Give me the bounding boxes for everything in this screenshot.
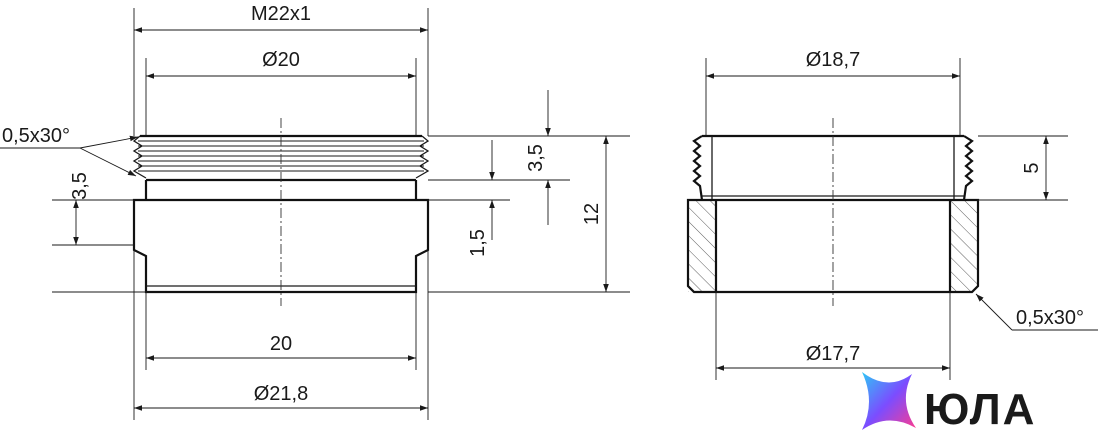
right-chamfer-label: 0,5x30° bbox=[1016, 307, 1084, 329]
thread-label: M22x1 bbox=[251, 3, 311, 25]
right-wall-hatch bbox=[950, 200, 978, 292]
chamfer-label: 0,5x30° bbox=[2, 125, 70, 147]
logo-text: ЮЛА bbox=[924, 385, 1036, 433]
thread-height-label: 5 bbox=[1021, 162, 1043, 173]
left-wall-hatch bbox=[688, 200, 716, 292]
right-view: Ø18,7 5 0,5x30° Ø17,7 bbox=[686, 49, 1098, 380]
right-thread-length-label: 3,5 bbox=[525, 144, 547, 172]
bottom-diameter-label: Ø17,7 bbox=[806, 343, 860, 365]
chamfer-leader bbox=[0, 135, 139, 177]
outer-diameter-label: Ø21,8 bbox=[254, 383, 308, 405]
extension-lines bbox=[52, 8, 630, 420]
logo-star-icon bbox=[862, 372, 916, 430]
right-chamfer-leader bbox=[975, 293, 1098, 331]
groove-label: 1,5 bbox=[467, 229, 489, 257]
height-label: 12 bbox=[581, 203, 603, 225]
logo: ЮЛА bbox=[862, 372, 1036, 433]
bottom-width-label: 20 bbox=[270, 333, 292, 355]
inner-diameter-label: Ø20 bbox=[262, 49, 300, 71]
right-extension-lines bbox=[705, 58, 1068, 380]
top-diameter-label: Ø18,7 bbox=[806, 49, 860, 71]
thread-length-label: 3,5 bbox=[69, 172, 91, 200]
left-view: M22x1 Ø20 0,5x30° 3,5 3,5 1,5 12 20 Ø21,… bbox=[0, 3, 630, 420]
